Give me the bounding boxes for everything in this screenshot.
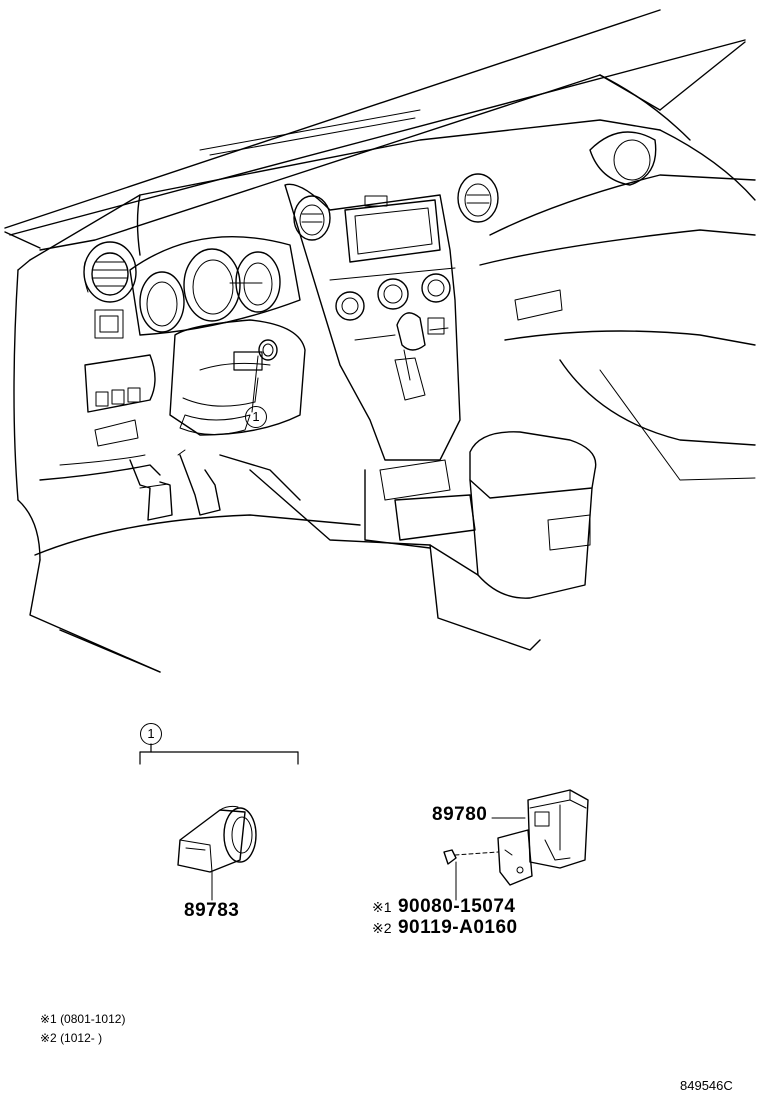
footnote-2: ※2 (1012- ): [40, 1031, 103, 1045]
left-switch-panel: [40, 355, 160, 480]
left-air-vent: [84, 242, 136, 302]
callout-1-detail-marker: 1: [140, 723, 162, 745]
console-box: [365, 432, 596, 650]
bolt-mark-1: ※1: [372, 899, 392, 915]
bracket-part-89780: [444, 790, 588, 900]
floor-outline: [35, 455, 430, 672]
footnote-1: ※1 (0801-1012): [40, 1012, 126, 1026]
dashboard-top: [14, 110, 755, 672]
bolt-mark-2: ※2: [372, 920, 392, 936]
part-number-89783: 89783: [184, 900, 240, 921]
part-number-89780: 89780: [432, 804, 488, 825]
center-stack: [285, 174, 498, 540]
steering-column: [170, 320, 305, 435]
switch-part-89783: [178, 806, 256, 900]
pedals: [130, 450, 220, 520]
passenger-dash: [480, 132, 755, 480]
bolt-part-number-1: 90080-15074: [397, 896, 516, 917]
bolt-part-number-2: 90119-A0160: [397, 917, 518, 938]
diagram-code: 849546C: [680, 1078, 733, 1093]
instrument-cluster: [95, 237, 300, 338]
callout-1-leader: [255, 378, 258, 402]
bolt-part-row-2: ※2 90119-A0160: [372, 917, 518, 939]
windshield-outline: [5, 10, 745, 250]
callout-1-marker: 1: [245, 406, 267, 428]
bolt-part-row-1: ※1 90080-15074: [372, 896, 515, 918]
callout-1-bracket: [140, 744, 298, 764]
